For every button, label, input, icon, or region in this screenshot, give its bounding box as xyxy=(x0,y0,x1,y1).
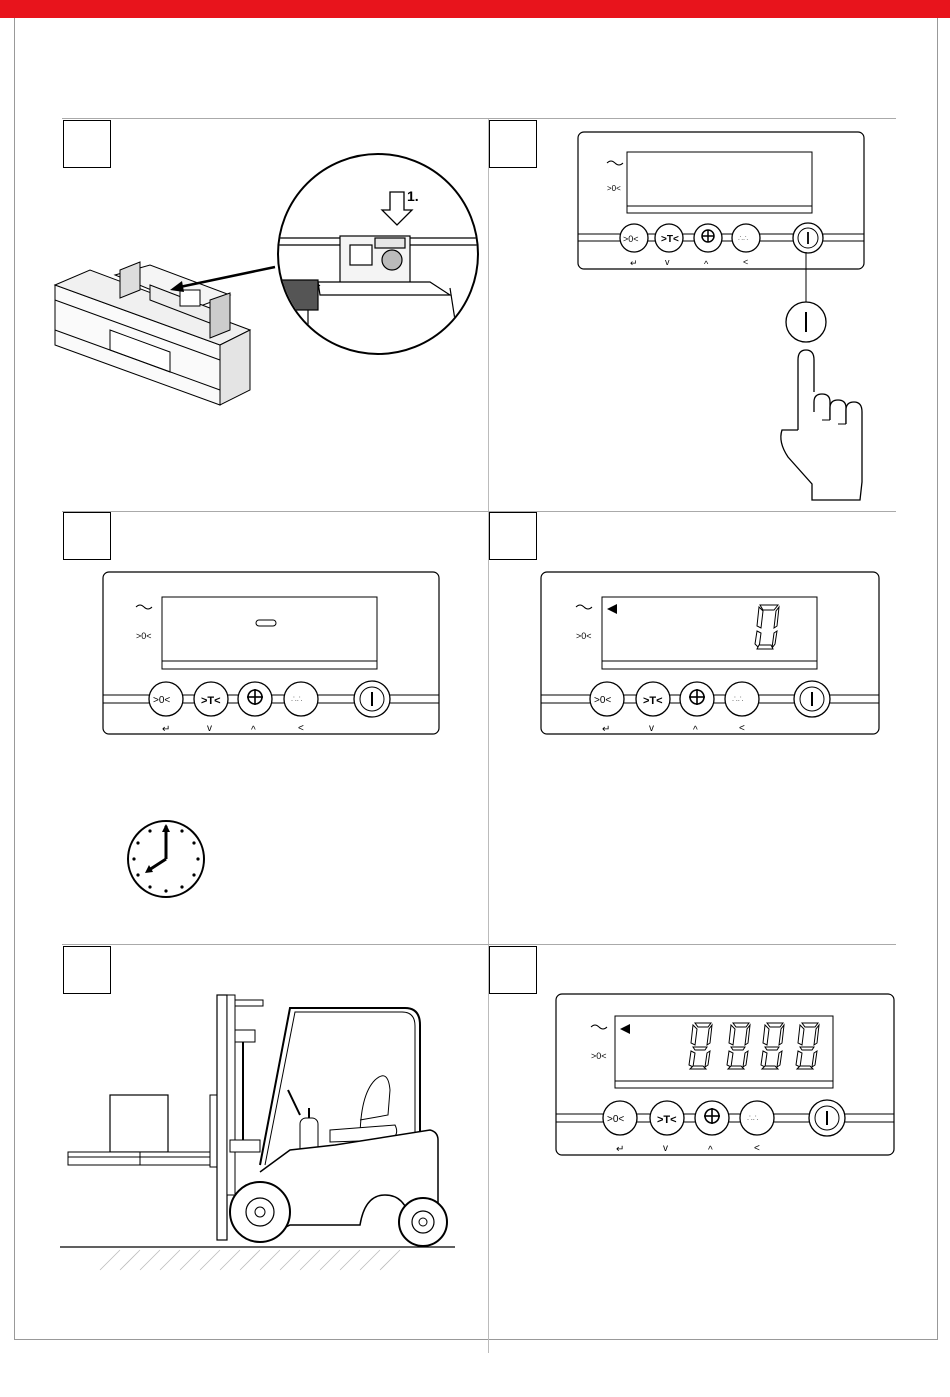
svg-text:^: ^ xyxy=(708,1145,713,1156)
svg-text:<: < xyxy=(739,723,745,734)
step-5-box xyxy=(63,946,111,994)
svg-text:^: ^ xyxy=(693,725,698,736)
clock-icon xyxy=(125,818,207,900)
svg-text:>0<: >0< xyxy=(607,184,621,193)
svg-text:>0<: >0< xyxy=(607,1114,624,1125)
svg-text:>T<: >T< xyxy=(661,234,679,245)
svg-text:∴∴: ∴∴ xyxy=(732,694,744,704)
svg-text:<: < xyxy=(754,1143,760,1154)
svg-text:>T<: >T< xyxy=(657,1114,677,1126)
svg-text:>T<: >T< xyxy=(201,695,221,707)
svg-text:>0<: >0< xyxy=(576,631,592,641)
mast-icon xyxy=(217,995,227,1240)
svg-text:>0<: >0< xyxy=(623,234,639,244)
column-divider xyxy=(488,118,489,1353)
row-divider-3-left xyxy=(62,944,488,945)
step-3-box xyxy=(63,512,111,560)
svg-text:v: v xyxy=(649,723,654,734)
svg-text:<: < xyxy=(298,723,304,734)
svg-text:↵: ↵ xyxy=(616,1144,624,1155)
svg-text:↵: ↵ xyxy=(630,258,638,268)
weighing-module-icon xyxy=(55,262,250,405)
row-divider-2-right xyxy=(488,511,896,512)
svg-text:>0<: >0< xyxy=(594,695,611,706)
svg-text:↵: ↵ xyxy=(162,724,170,735)
svg-text:^: ^ xyxy=(251,725,256,736)
dash-segment xyxy=(256,620,276,626)
zoom-detail-icon xyxy=(278,154,480,354)
svg-text:↵: ↵ xyxy=(602,724,610,735)
step-1-illustration: 1. xyxy=(50,150,480,420)
svg-text:∴∴: ∴∴ xyxy=(747,1113,759,1123)
step-2-box xyxy=(489,120,537,168)
callout-label: 1. xyxy=(407,188,419,204)
row-divider-1-left xyxy=(62,118,488,119)
step-2-display-panel: >0< >0< >T< ∴∴ ↵ v ^ < xyxy=(577,131,865,271)
box-icon xyxy=(110,1095,168,1152)
svg-text:>0<: >0< xyxy=(591,1051,607,1061)
svg-text:>0<: >0< xyxy=(153,695,170,706)
svg-text:<: < xyxy=(743,257,748,267)
row-divider-1-right xyxy=(488,118,896,119)
row-divider-2-left xyxy=(62,511,488,512)
svg-text:∴∴: ∴∴ xyxy=(291,694,303,704)
forklift-illustration xyxy=(60,990,460,1280)
svg-text:v: v xyxy=(665,257,670,267)
svg-text:v: v xyxy=(663,1143,668,1154)
step-6-box xyxy=(489,946,537,994)
step-3-display-panel: >0< >0< >T< ∴∴ ↵ v ^ < xyxy=(102,571,440,736)
step-4-box xyxy=(489,512,537,560)
top-red-bar xyxy=(0,0,950,18)
step-6-display-panel: >0< >0< >T< ∴∴ ↵ v ^ < xyxy=(555,993,895,1158)
pointer-arrow xyxy=(175,267,275,288)
svg-text:v: v xyxy=(207,723,212,734)
svg-text:>0<: >0< xyxy=(136,631,152,641)
row-divider-3-right xyxy=(488,944,896,945)
svg-text:∴∴: ∴∴ xyxy=(738,234,748,243)
svg-text:>T<: >T< xyxy=(643,695,663,707)
step-4-display-panel: >0< >0< >T< ∴∴ ↵ v ^ < xyxy=(540,571,880,736)
press-hand-illustration xyxy=(770,252,880,507)
